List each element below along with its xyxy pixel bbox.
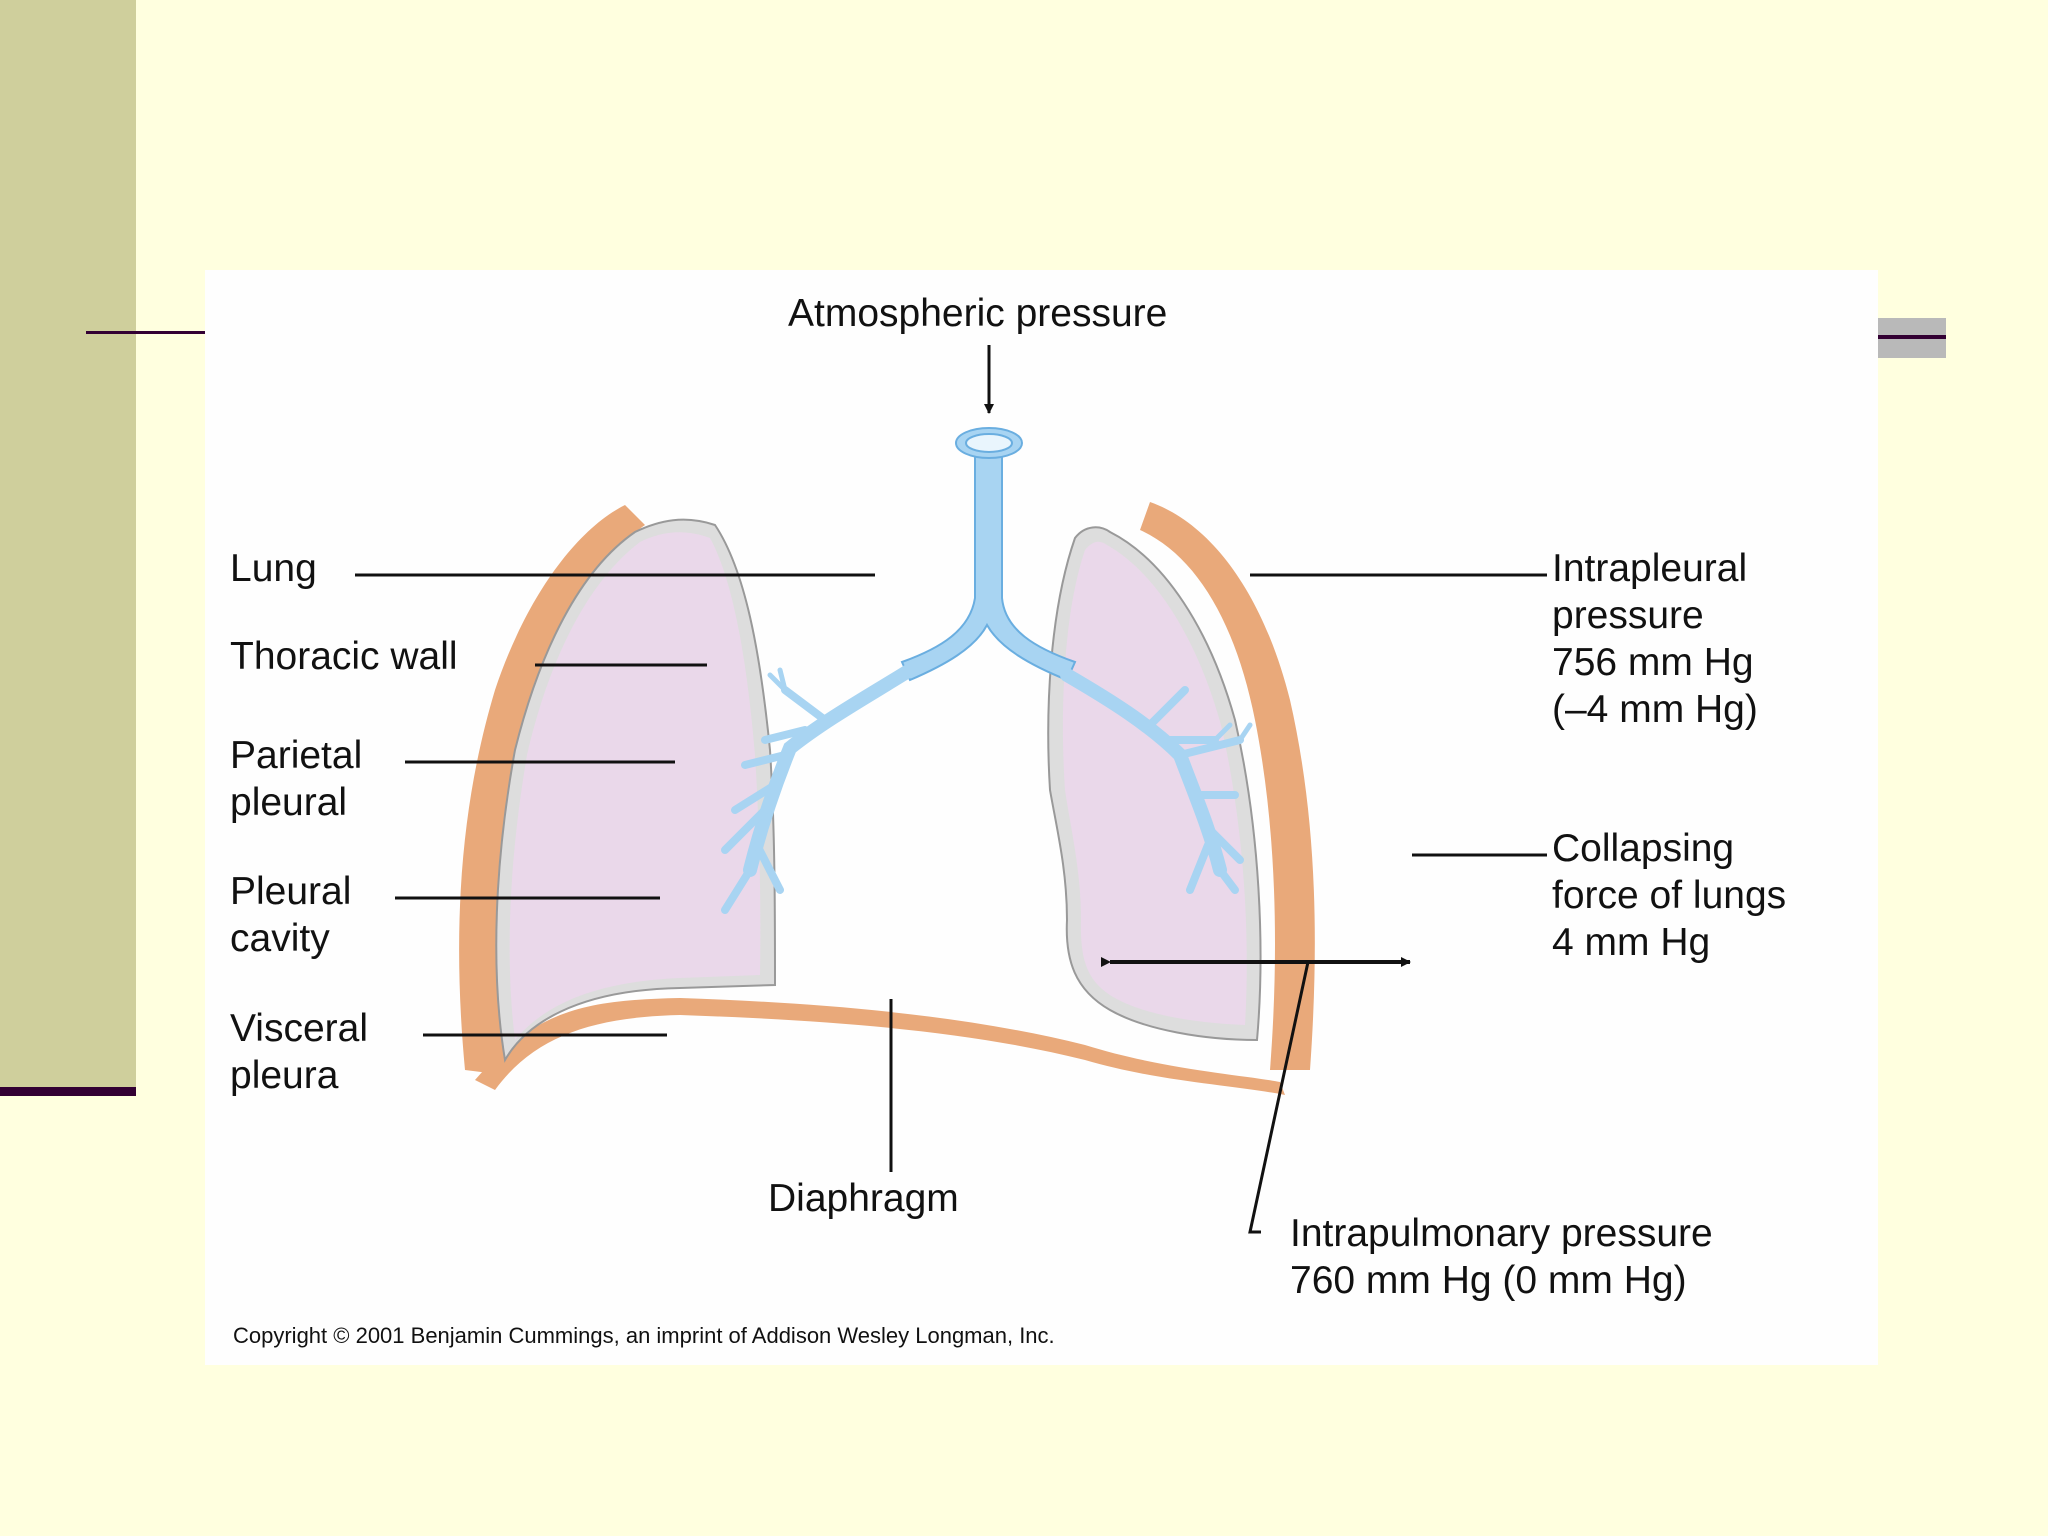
visceral-pleura-label: Visceral pleura [230,1007,369,1097]
lung-label: Lung [230,547,317,590]
title-rule [86,331,206,334]
left-lung [509,532,761,1040]
atmospheric-pressure-label: Atmospheric pressure [788,292,1168,335]
decorative-line [1878,335,1946,339]
thoracic-wall-right [1140,502,1315,1070]
collapsing-force-label: Collapsing force of lungs 4 mm Hg [1552,827,1787,964]
pleural-cavity-label: Pleural cavity [230,870,352,960]
intrapulmonary-pressure-label: Intrapulmonary pressure 760 mm Hg (0 mm … [1290,1212,1713,1302]
diagram-graphics [355,345,1547,1234]
slide-sidebar [0,0,136,1088]
right-lung [1062,541,1247,1025]
airway [900,427,1077,682]
thoracic-wall-label: Thoracic wall [230,635,458,678]
sidebar-underline [0,1087,136,1096]
lung-pressure-diagram: Atmospheric pressure Lung Thoracic wall … [205,270,1878,1365]
diaphragm-shape [475,998,1285,1095]
copyright-notice: Copyright © 2001 Benjamin Cummings, an i… [233,1323,1055,1348]
leader-lines [355,573,1547,1234]
bronchial-tree [721,663,1253,914]
diaphragm-label: Diaphragm [768,1177,959,1220]
intrapleural-pressure-label: Intrapleural pressure 756 mm Hg (–4 mm H… [1552,547,1758,731]
parietal-pleural-label: Parietal pleural [230,734,363,824]
thoracic-wall-left [459,505,645,1075]
